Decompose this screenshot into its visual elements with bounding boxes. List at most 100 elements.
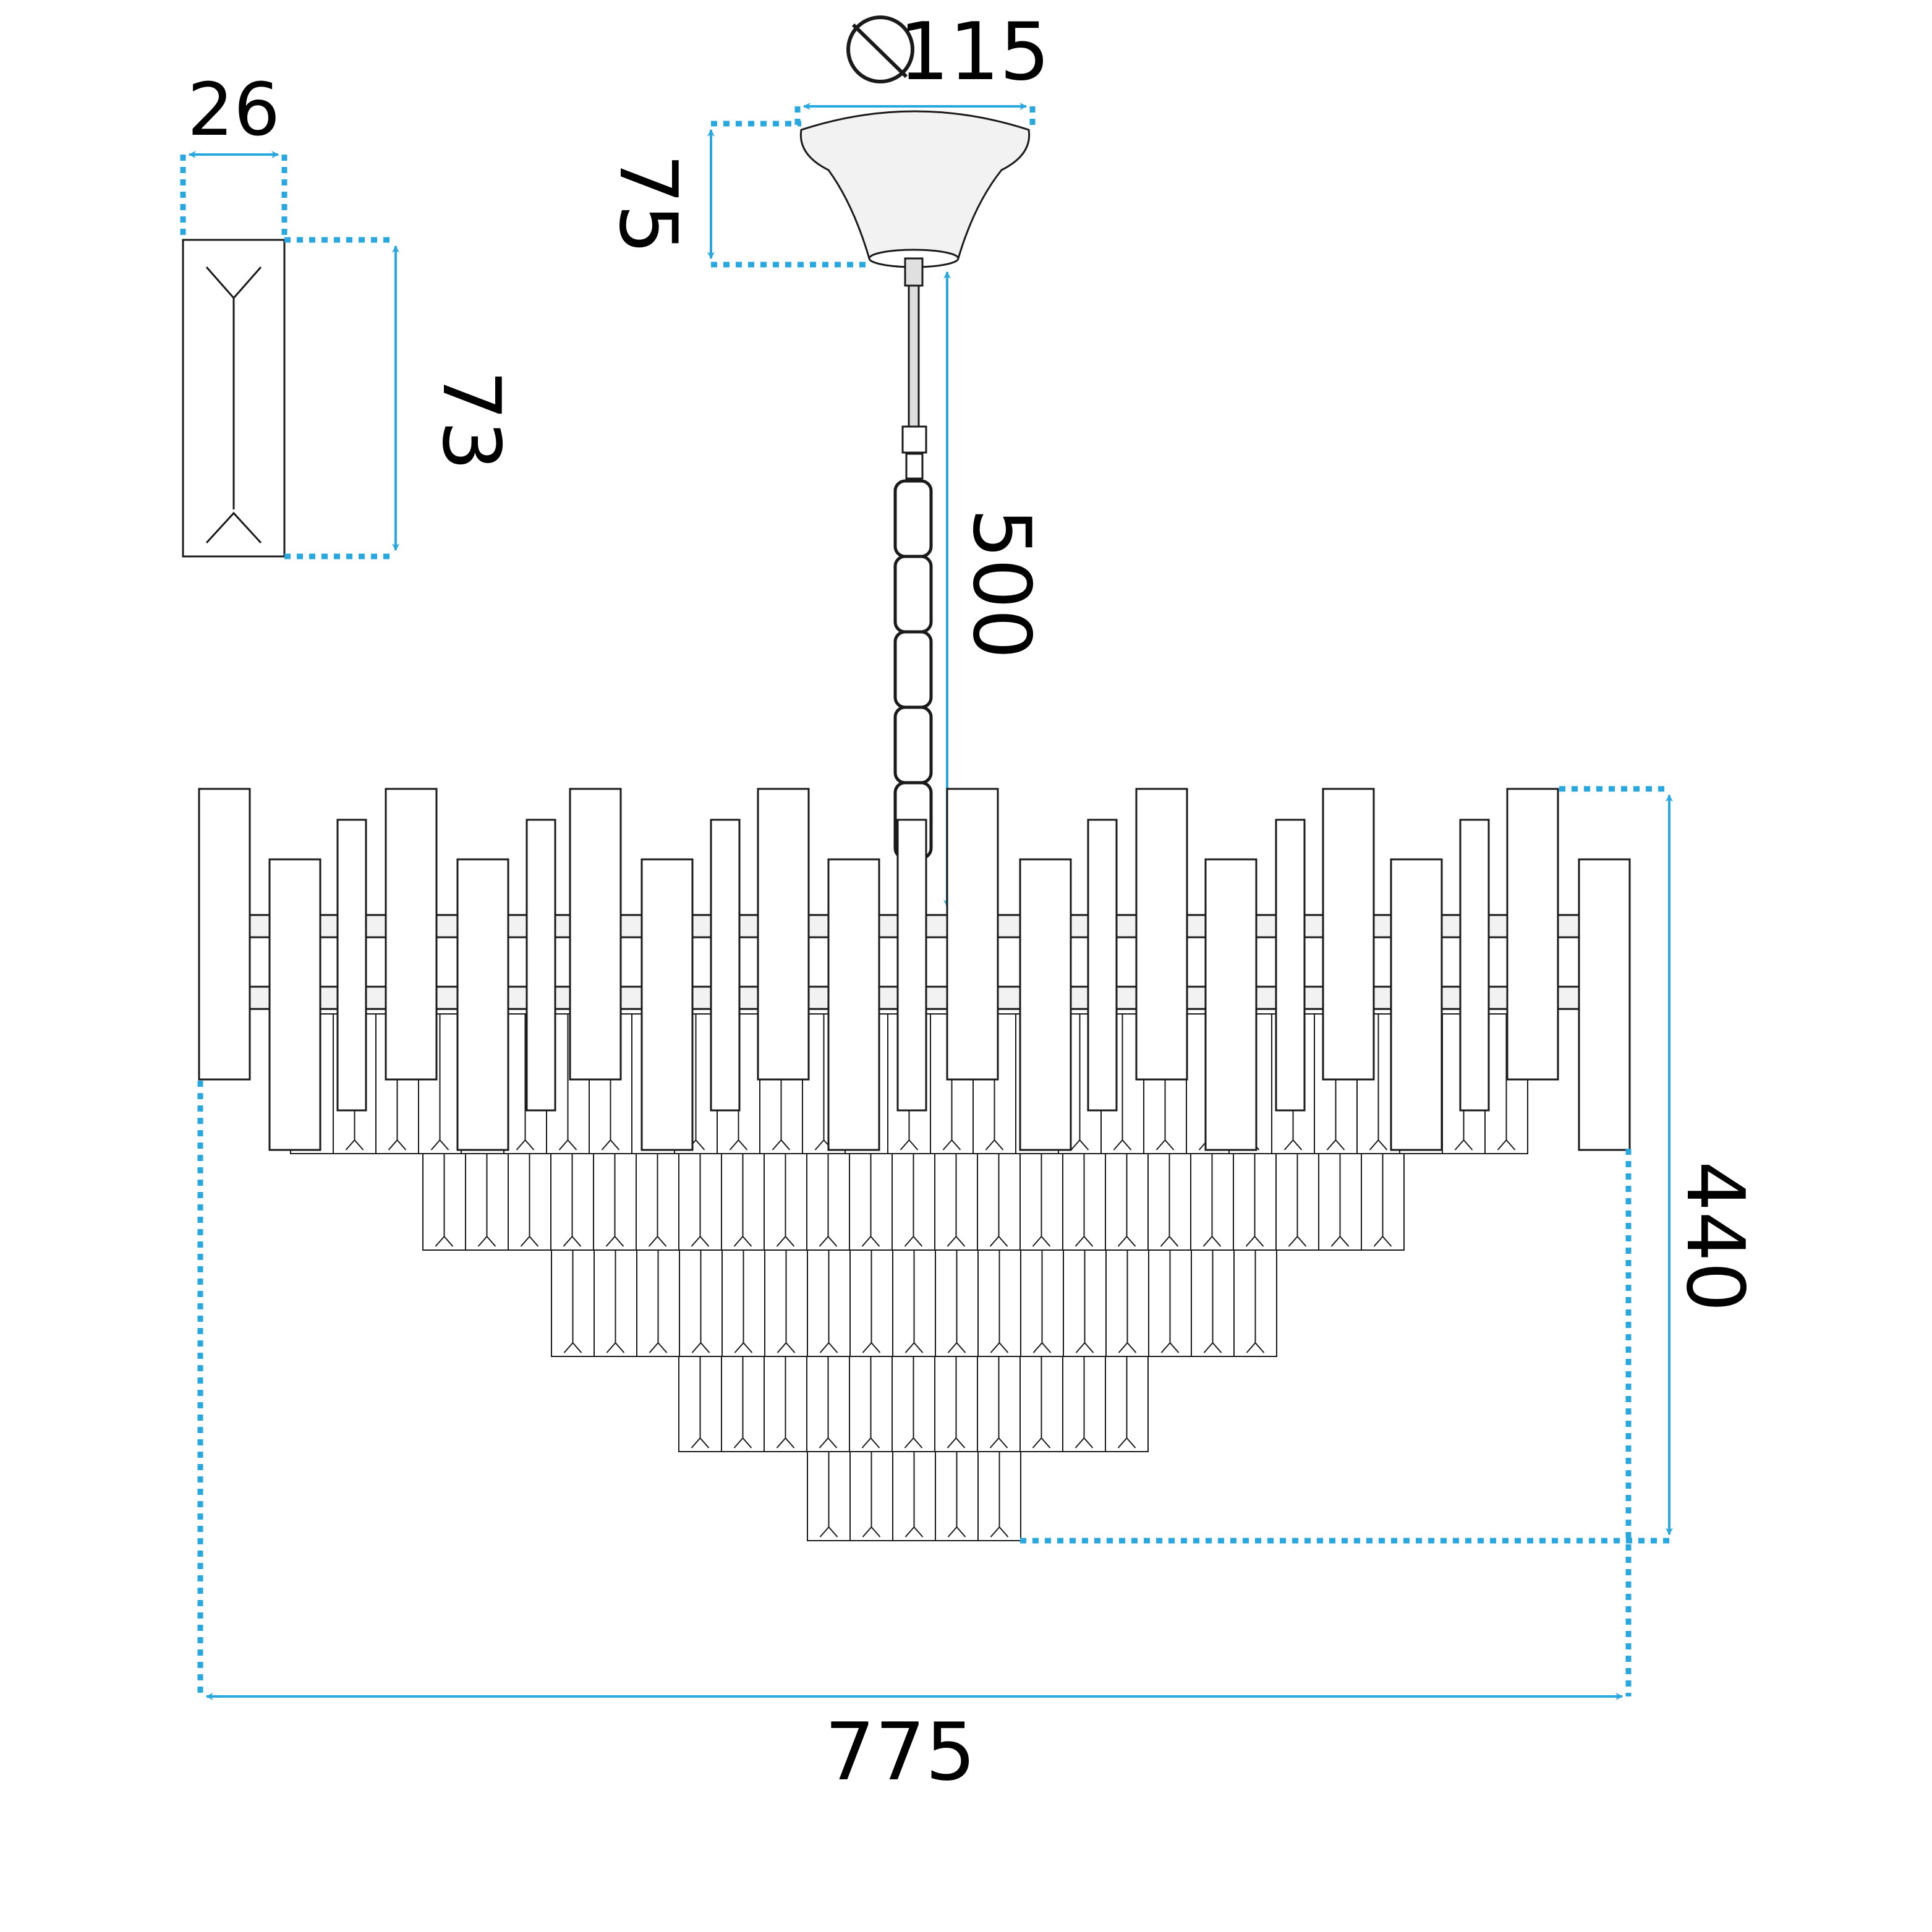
- crystal-bar: [757, 788, 810, 1081]
- crystal-prism-facet: [862, 1250, 881, 1353]
- crystal-prism-facet: [1070, 1014, 1089, 1151]
- crystal-width-extension-lines: [180, 155, 287, 240]
- crystal-prism-facet: [1075, 1154, 1094, 1247]
- crystal-detail: [182, 239, 286, 558]
- body-height-extension-lines: [1020, 786, 1669, 1544]
- crystal-prism-facet: [1373, 1154, 1392, 1247]
- crystal-prism-facet: [606, 1250, 625, 1353]
- crystal-prism-facet: [1117, 1356, 1136, 1449]
- crystal-prism-facet: [1032, 1356, 1051, 1449]
- canopy-diameter-extension-lines: [794, 106, 1036, 130]
- crystal-bar: [827, 858, 880, 1151]
- crystal-bar: [1019, 858, 1072, 1151]
- crystal-prism-facet: [819, 1250, 838, 1353]
- crystal-prism-facet: [1160, 1250, 1180, 1353]
- crystal-bar: [1322, 788, 1375, 1081]
- crystal-width-label: 26: [187, 67, 280, 152]
- crystal-bar: [1087, 819, 1118, 1112]
- crystal-prism-facet: [904, 1250, 924, 1353]
- crystal-bar: [1506, 788, 1559, 1081]
- crystal-prism-facet: [605, 1154, 624, 1247]
- crystal-height-extension-lines: [284, 237, 396, 560]
- crystal-prism-facet: [904, 1154, 923, 1247]
- canopy-body: [799, 110, 1031, 260]
- canopy-diameter-dimension: 115: [794, 6, 1050, 130]
- crystal-prism-facet: [947, 1154, 966, 1247]
- crystal-prism-facet: [1246, 1250, 1265, 1353]
- crystal-prism-facet: [777, 1250, 796, 1353]
- crystal-prism-facet: [947, 1452, 966, 1538]
- crystal-prism-facet: [563, 1250, 582, 1353]
- crystal-bar: [1135, 788, 1188, 1081]
- chandelier-body: [198, 788, 1631, 1541]
- body-width-label: 775: [825, 1706, 976, 1798]
- crystal-prism-facet: [990, 1452, 1009, 1538]
- body-height-dimension: 440: [1020, 786, 1761, 1544]
- canopy-height-extension-lines: [711, 121, 869, 268]
- crystal-bar: [1275, 819, 1306, 1112]
- crystal-height-label: 73: [425, 370, 517, 471]
- crystal-prism-facet: [1113, 1014, 1132, 1151]
- crystal-height-dimension: 73: [284, 237, 517, 560]
- crystal-prism-facet: [862, 1452, 881, 1538]
- crystal-prism-facet: [904, 1452, 924, 1538]
- crystal-bar: [569, 788, 622, 1081]
- crystal-outline: [182, 239, 286, 558]
- crystal-prism-facet: [990, 1250, 1009, 1353]
- crystal-prism-facet: [861, 1154, 880, 1247]
- crystal-prism-facet: [1117, 1154, 1136, 1247]
- crystal-prism-facet: [1032, 1154, 1051, 1247]
- crystal-prism-facet: [1160, 1154, 1179, 1247]
- crystal-prism-facet: [1203, 1250, 1222, 1353]
- crystal-prism-facet: [563, 1154, 582, 1247]
- crystal-bar: [336, 819, 367, 1112]
- canopy-nut: [904, 257, 924, 287]
- crystal-prism-facet: [776, 1154, 795, 1247]
- body-width-extension-lines: [197, 1081, 1632, 1696]
- crystal-prism-facet: [691, 1154, 710, 1247]
- crystal-bar: [946, 788, 999, 1081]
- crystal-bar: [526, 819, 556, 1112]
- crystal-bar: [1459, 819, 1490, 1112]
- crystal-prism-facet: [691, 1250, 710, 1353]
- crystal-prism-facet: [819, 1356, 838, 1449]
- crystal-prism-facet: [947, 1250, 966, 1353]
- crystal-prism-facet: [819, 1154, 838, 1247]
- crystal-bar: [456, 858, 509, 1151]
- crystal-prism-facet: [691, 1356, 710, 1449]
- crystal-bar: [268, 858, 321, 1151]
- suspension-connector: [901, 425, 927, 454]
- crystal-bar: [1390, 858, 1443, 1151]
- crystal-prism-facet: [1330, 1154, 1350, 1247]
- crystal-bar: [896, 819, 927, 1112]
- suspension: [893, 284, 933, 860]
- body-width-dimension: 775: [197, 1081, 1632, 1798]
- suspension-length-label: 500: [955, 508, 1047, 659]
- crystal-prism-facet: [430, 1014, 449, 1151]
- crystal-bar: [385, 788, 438, 1081]
- crystal-prism-facet: [776, 1356, 795, 1449]
- crystal-prism-facet: [1032, 1250, 1052, 1353]
- suspension-length-dimension: 500: [943, 271, 1047, 908]
- crystal-bar: [198, 788, 251, 1081]
- crystal-prism-facet: [733, 1154, 752, 1247]
- crystal-prism-facet: [1245, 1154, 1264, 1247]
- crystal-bar: [1204, 858, 1258, 1151]
- crystal-prism-facet: [477, 1154, 496, 1247]
- crystal-prism-facet: [1075, 1250, 1094, 1353]
- canopy-diameter-label: 115: [899, 6, 1050, 98]
- chain-links: [893, 479, 933, 860]
- crystal-prism-facet: [1369, 1014, 1388, 1151]
- crystal-prism-facet: [648, 1154, 667, 1247]
- canopy-height-label: 75: [602, 154, 694, 255]
- crystal-prism-facet: [516, 1014, 535, 1151]
- suspension-rod: [908, 284, 920, 429]
- crystal-prism-facet: [904, 1356, 923, 1449]
- crystal-prism-facet: [649, 1250, 668, 1353]
- crystal-facet-lines: [205, 266, 262, 544]
- canopy-height-dimension: 75: [602, 121, 869, 268]
- body-height-label: 440: [1669, 1161, 1761, 1312]
- crystal-bar: [710, 819, 741, 1112]
- crystal-prism-facet: [1118, 1250, 1137, 1353]
